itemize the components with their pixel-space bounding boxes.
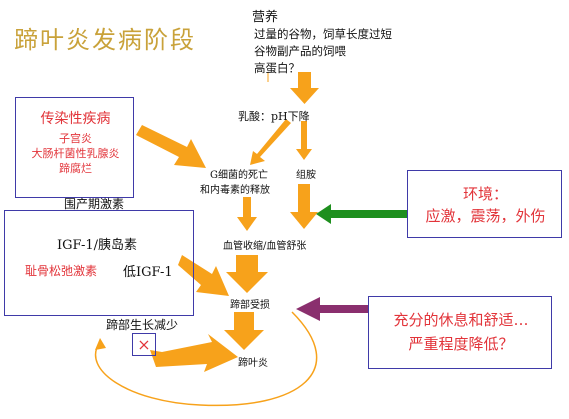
arrow-infection-to-gram-negative <box>136 125 206 168</box>
blocked-mark-box: × <box>132 333 156 356</box>
infection-box: 传染性疾病 子宫炎 大肠杆菌性乳腺炎 蹄腐烂 <box>15 97 134 198</box>
arrow-wedge-to-laminitis <box>150 334 238 372</box>
environment-detail: 应激，震荡，外伤 <box>425 207 546 225</box>
arrow-lactic-to-gram-negative <box>250 119 291 165</box>
environment-heading: 环境： <box>462 185 508 203</box>
rest-line-1: 充分的休息和舒适… <box>393 311 529 329</box>
rest-box: 充分的休息和舒适… 严重程度降低？ <box>368 296 552 369</box>
gram-negative-line: G细菌的死亡 <box>210 170 268 181</box>
igf-insulin-label: IGF-1/胰岛素 <box>57 238 137 253</box>
arrow-gram-negative-to-vascular <box>237 197 257 231</box>
curve-arrowhead <box>95 338 106 350</box>
nutrition-line: 高蛋白？ <box>254 61 300 75</box>
curve-hoof-damage-feedback <box>94 311 318 407</box>
environment-box: 环境： 应激，震荡，外伤 <box>407 170 562 238</box>
histamine-label: 组胺 <box>296 170 316 181</box>
infection-item: 大肠杆菌性乳腺炎 <box>31 147 120 160</box>
arrow-hoof-damage-to-laminitis <box>224 312 264 350</box>
arrow-vascular-to-hoof-damage <box>226 255 268 293</box>
infection-item: 蹄腐烂 <box>59 162 92 175</box>
vascular-label: 血管收缩/血管舒张 <box>223 241 307 252</box>
nutrition-lines: 过量的谷物，饲草长度过短 谷物副产品的饲喂 高蛋白？ <box>254 26 392 77</box>
gram-negative-line: 和内毒素的释放 <box>200 185 270 196</box>
infection-item: 子宫炎 <box>59 132 92 145</box>
hoof-damage-label: 蹄部受损 <box>230 300 270 311</box>
laminitis-label: 蹄叶炎 <box>238 358 268 369</box>
reduced-growth-label: 蹄部生长减少 <box>106 318 179 332</box>
nutrition-line: 过量的谷物，饲草长度过短 <box>254 27 392 41</box>
nutrition-heading: 营养 <box>252 10 279 25</box>
page-title: 蹄叶炎发病阶段 <box>14 26 196 54</box>
nutrition-line: 谷物副产品的饲喂 <box>254 44 346 58</box>
close-icon: × <box>137 335 151 354</box>
infection-heading: 传染性疾病 <box>40 111 111 127</box>
lactic-acid-label: 乳酸：pH下降 <box>238 110 310 123</box>
arrow-igf-to-hoof-damage <box>178 255 229 296</box>
rest-line-2: 严重程度降低？ <box>408 335 514 353</box>
hormone-box: IGF-1/胰岛素 耻骨松弛激素 低IGF-1 <box>4 210 194 316</box>
low-igf-label: 低IGF-1 <box>123 265 173 280</box>
arrow-environment <box>316 204 407 224</box>
arrow-histamine-to-vascular <box>290 184 318 229</box>
arrow-rest <box>296 297 368 321</box>
relaxin-label: 耻骨松弛激素 <box>25 264 98 278</box>
arrow-lactic-to-histamine <box>296 121 312 160</box>
arrow-nutrition-to-lactic <box>290 72 319 104</box>
periparturient-label: 围产期激素 <box>64 197 125 211</box>
